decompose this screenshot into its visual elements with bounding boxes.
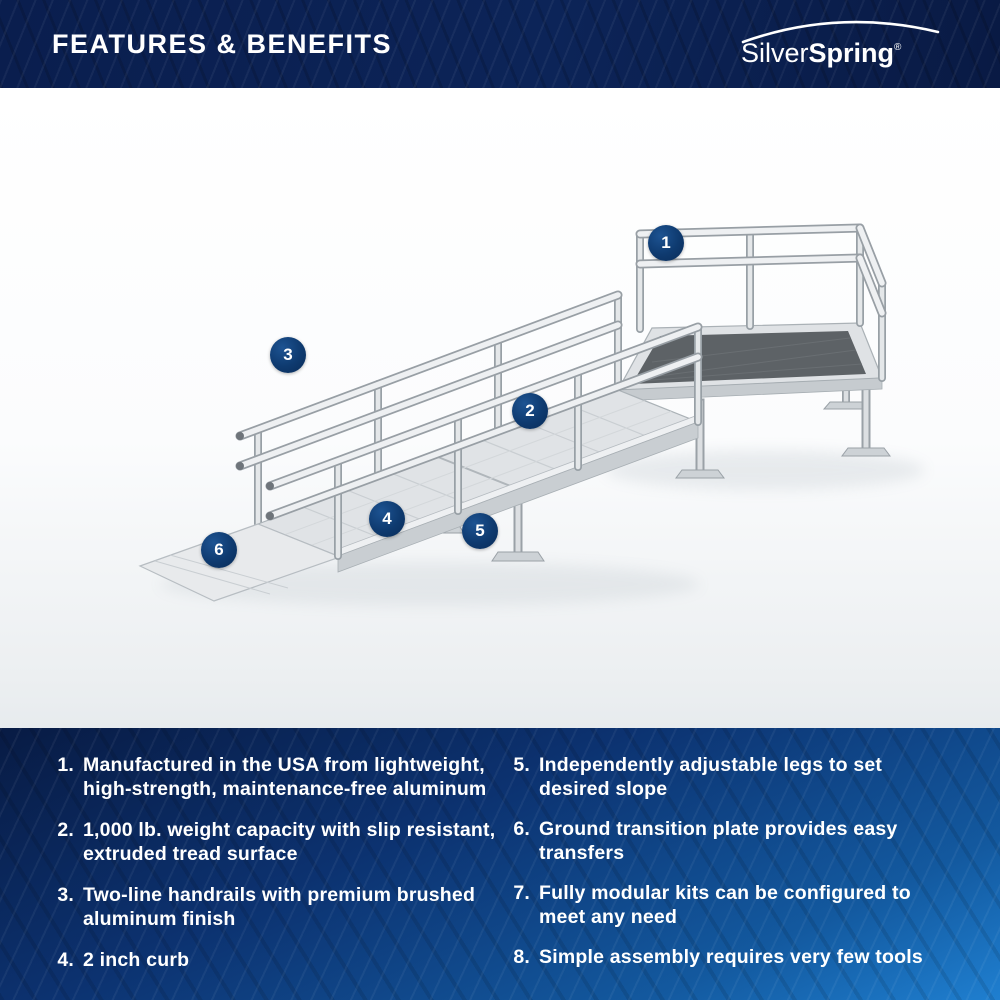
- logo-registered-mark: ®: [894, 42, 902, 53]
- feature-text: 2 inch curb: [83, 949, 190, 971]
- feature-number: 6.: [513, 818, 530, 840]
- logo-wordmark: SilverSpring®: [741, 38, 902, 68]
- page-title: FEATURES & BENEFITS: [52, 28, 393, 59]
- callout-5: 5: [462, 513, 498, 549]
- feature-item-8: 8. Simple assembly requires very few too…: [504, 946, 954, 970]
- feature-number: 4.: [57, 949, 74, 971]
- feature-number: 1.: [57, 754, 74, 776]
- feature-text: 1,000 lb. weight capacity with slip resi…: [83, 819, 496, 865]
- ramp-illustration: [138, 223, 925, 606]
- callout-4: 4: [369, 501, 405, 537]
- logo-word-silver: Silver: [741, 38, 809, 68]
- near-handrail: [265, 322, 703, 560]
- feature-number: 3.: [57, 884, 74, 906]
- features-list-left: 1. Manufactured in the USA from lightwei…: [48, 754, 500, 1000]
- feature-item-7: 7. Fully modular kits can be configured …: [504, 882, 954, 929]
- feature-item-2: 2. 1,000 lb. weight capacity with slip r…: [48, 819, 500, 866]
- feature-item-3: 3. Two-line handrails with premium brush…: [48, 884, 500, 931]
- callout-1: 1: [648, 225, 684, 261]
- feature-item-6: 6. Ground transition plate provides easy…: [504, 818, 954, 865]
- callout-4-label: 4: [382, 509, 392, 528]
- platform: [616, 322, 883, 402]
- callout-6: 6: [201, 532, 237, 568]
- feature-number: 7.: [513, 882, 530, 904]
- feature-item-4: 4. 2 inch curb: [48, 949, 500, 973]
- logo-swoosh-arc: [741, 20, 940, 44]
- feature-number: 5.: [513, 754, 530, 776]
- callout-1-label: 1: [661, 233, 671, 252]
- logo-word-spring: Spring: [809, 38, 895, 68]
- feature-text: Two-line handrails with premium brushed …: [83, 884, 476, 930]
- callout-6-label: 6: [214, 540, 224, 559]
- feature-text: Manufactured in the USA from lightweight…: [83, 754, 487, 800]
- feature-text: Fully modular kits can be configured to …: [539, 882, 911, 928]
- callout-3-label: 3: [283, 345, 293, 364]
- feature-item-1: 1. Manufactured in the USA from lightwei…: [48, 754, 500, 801]
- illustration-area: 1 2 3 4 5 6: [0, 88, 1000, 728]
- features-panel: 1. Manufactured in the USA from lightwei…: [0, 728, 1000, 1000]
- features-list-right: 5. Independently adjustable legs to set …: [500, 754, 954, 1000]
- far-handrail: [235, 290, 623, 528]
- callout-2: 2: [512, 393, 548, 429]
- feature-item-5: 5. Independently adjustable legs to set …: [504, 754, 954, 801]
- feature-number: 2.: [57, 819, 74, 841]
- ramp-deck: [256, 389, 700, 573]
- header-banner: FEATURES & BENEFITS SilverSpring®: [0, 0, 1000, 88]
- callout-2-label: 2: [525, 401, 535, 420]
- feature-text: Simple assembly requires very few tools: [539, 946, 923, 968]
- callout-5-label: 5: [475, 521, 485, 540]
- feature-text: Independently adjustable legs to set des…: [539, 754, 883, 800]
- callout-3: 3: [270, 337, 306, 373]
- brand-logo: SilverSpring®: [741, 20, 940, 68]
- feature-number: 8.: [513, 946, 530, 968]
- feature-text: Ground transition plate provides easy tr…: [539, 818, 898, 864]
